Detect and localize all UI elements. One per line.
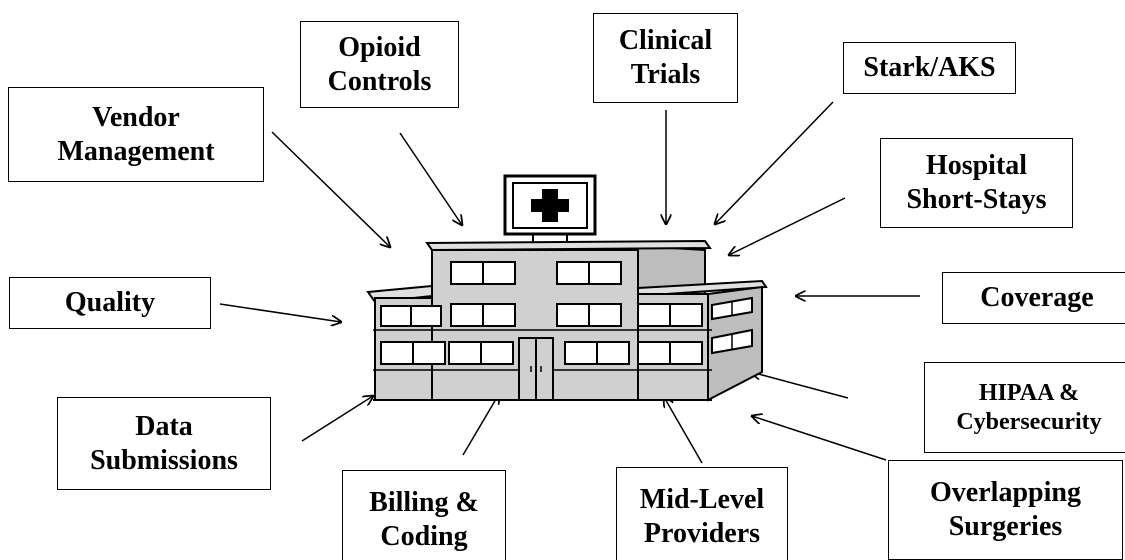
arrow-quality	[219, 303, 341, 322]
arrow-mid-level-providers	[664, 397, 703, 464]
label-text: Controls	[327, 65, 432, 97]
arrow-overlapping-surgeries	[752, 416, 887, 461]
label-text: HIPAA &	[978, 379, 1080, 406]
label-mid-level-providers: Mid-Level Providers	[616, 467, 788, 560]
label-text: Clinical	[618, 25, 713, 57]
medical-cross-icon	[503, 174, 597, 242]
label-hospital-short-stays: Hospital Short-Stays	[880, 138, 1073, 228]
label-data-submissions: Data Submissions	[57, 397, 271, 490]
label-text: Billing &	[369, 487, 479, 519]
label-quality: Quality	[9, 277, 211, 329]
label-text: Vendor	[92, 101, 180, 133]
label-text: Management	[57, 135, 215, 167]
label-coverage: Coverage	[942, 272, 1125, 324]
label-overlapping-surgeries: Overlapping Surgeries	[888, 460, 1123, 560]
label-text: Coverage	[980, 282, 1094, 314]
label-text: Opioid	[338, 31, 421, 63]
label-vendor-management: Vendor Management	[8, 87, 264, 182]
label-opioid-controls: Opioid Controls	[300, 21, 459, 108]
label-text: Cybersecurity	[956, 408, 1102, 435]
label-text: Short-Stays	[906, 184, 1047, 215]
arrow-vendor-management	[271, 131, 390, 247]
arrow-hipaa-cybersecurity	[751, 372, 849, 399]
label-text: Hospital	[925, 150, 1028, 182]
arrow-opioid-controls	[399, 132, 462, 225]
label-stark-aks: Stark/AKS	[843, 42, 1016, 94]
label-text: Data	[135, 410, 193, 442]
label-hipaa-cybersecurity: HIPAA & Cybersecurity	[924, 362, 1125, 453]
label-text: Stark/AKS	[863, 52, 996, 84]
label-clinical-trials: Clinical Trials	[593, 13, 738, 103]
label-text: Overlapping	[930, 477, 1081, 509]
label-text: Coding	[380, 521, 468, 552]
label-billing-coding: Billing & Coding	[342, 470, 506, 560]
hospital-door	[518, 337, 554, 401]
label-text: Submissions	[90, 444, 238, 476]
label-text: Surgeries	[948, 511, 1063, 542]
arrow-data-submissions	[301, 396, 373, 442]
label-text: Mid-Level	[639, 484, 765, 516]
label-text: Quality	[64, 287, 156, 319]
label-text: Trials	[630, 59, 701, 90]
arrow-hospital-short-stays	[729, 197, 846, 255]
arrow-billing-coding	[462, 394, 499, 456]
label-text: Providers	[643, 518, 761, 549]
arrow-stark-aks	[715, 101, 834, 224]
